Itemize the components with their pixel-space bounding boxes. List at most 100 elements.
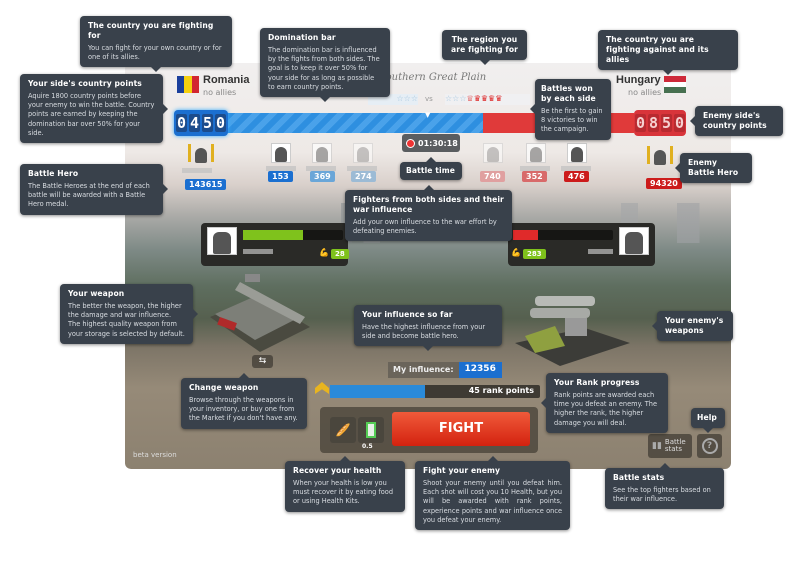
fighter-influence: 369 [310,171,335,182]
tooltip-battles-won: Battles won by each side Be the first to … [530,79,611,140]
enemy-player-panel: 💪 283 [508,223,655,266]
tooltip-enemy-weapons: Your enemy's weapons [652,311,733,341]
rank-progress-fill [330,385,425,398]
right-fighter[interactable] [483,143,503,163]
hero-avatar [191,143,211,163]
hero-name-blurred [182,168,212,173]
tooltip-title: Your enemy's weapons [665,316,724,335]
change-weapon-button[interactable]: ⇆ [252,355,273,368]
tooltip-body: The better the weapon, the higher the da… [68,302,185,338]
right-battle-hero[interactable] [650,145,670,165]
tooltip-body: Rank points are awarded each time you de… [554,391,657,427]
strength-icon: 💪 [319,248,329,257]
tooltip-title: Battle stats [613,473,665,482]
enemy-weapon-tank [515,296,630,366]
left-fighter[interactable] [353,143,373,163]
left-country-name[interactable]: Romania [203,74,250,86]
tooltip-title: Domination bar [268,33,336,42]
tooltip-title: Recover your health [293,466,382,475]
beta-label: beta version [133,451,177,459]
left-fighter[interactable] [312,143,332,163]
my-level-badge: 28 [331,249,349,259]
tooltip-body: Be the first to gain 8 victories to win … [541,107,603,134]
domination-bar [227,113,634,133]
domination-marker-icon: ▼ [425,111,431,119]
tooltip-enemy-country: The country you are fighting against and… [598,30,738,75]
my-health-bar [243,230,343,240]
tooltip-title: Your side's country points [28,79,142,88]
tooltip-body: When your health is low you must recover… [293,479,394,506]
fight-button[interactable]: FIGHT [392,412,530,446]
fighter-name-blurred [266,166,296,171]
digit: 5 [661,114,673,132]
battle-stats-button[interactable]: ▮▮ Battle stats [648,434,692,458]
health-kit-icon [366,422,376,438]
health-kit-button[interactable] [358,417,384,443]
enemy-name-blurred [588,249,613,254]
my-weapon-tank[interactable] [200,272,315,354]
tooltip-enemy-hero: Enemy Battle Hero [675,153,752,183]
tooltip-fighters: Fighters from both sides and their war i… [345,184,512,242]
timer-text: 01:30:18 [418,138,458,148]
tooltip-title: Your weapon [68,289,125,298]
fighter-name-blurred [306,166,336,171]
battle-stats-label: Battle stats [664,438,686,453]
tooltip-body: The domination bar is influenced by the … [268,46,380,91]
fighter-influence: 476 [564,171,589,182]
tooltip-title: The country you are fighting against and… [606,35,709,64]
right-fighter[interactable] [526,143,546,163]
left-wins-stars: ☆☆☆ [368,94,418,105]
bar-chart-icon: ▮▮ [652,441,662,451]
right-fighter[interactable] [567,143,587,163]
tooltip-title: The country you are fighting for [88,21,214,40]
help-button[interactable]: ? [697,434,722,458]
tooltip-body: Add your own influence to the war effort… [353,218,497,236]
food-icon: 🥖 [335,423,351,437]
tooltip-title: Battle Hero [28,169,79,178]
my-player-panel: 28 💪 [201,223,349,266]
fighter-name-blurred [561,166,591,171]
enemy-level-badge: 283 [523,249,546,259]
clock-icon [406,138,415,148]
fighter-influence: 740 [480,171,505,182]
right-wins-stars: ☆☆☆♕♛♛♛♛ [445,94,530,105]
left-fighter[interactable] [271,143,291,163]
digit: 8 [647,114,659,132]
fighter-influence: 153 [268,171,293,182]
tooltip-enemy-points: Enemy side's country points [690,106,783,136]
help-icon: ? [701,438,718,454]
tooltip-title: Your influence so far [362,310,453,319]
tooltip-body: Have the highest influence from your sid… [362,323,486,341]
eat-food-button[interactable]: 🥖 [330,417,356,443]
tooltip-body: You can fight for your own country or fo… [88,44,222,62]
region-name[interactable]: Southern Great Plain [378,72,487,83]
tooltip-title: Help [697,413,717,422]
left-hero-influence: 143615 [185,179,227,190]
rank-icon [315,382,329,394]
tooltip-body: Aquire 1800 country points before your e… [28,92,155,137]
tooltip-title: Battles won by each side [541,84,596,103]
tooltip-body: Browse through the weapons in your inven… [189,396,298,423]
tooltip-title: The region you are fighting for [451,35,518,54]
strength-icon: 💪 [511,248,521,257]
tooltip-title: Fight your enemy [423,466,501,475]
right-allies: no allies [628,88,662,97]
tooltip-title: Battle time [406,166,455,175]
tooltip-title: Your Rank progress [554,378,640,387]
tooltip-title: Enemy Battle Hero [688,158,739,177]
fighter-influence: 274 [351,171,376,182]
digit: 0 [634,114,646,132]
swap-icon: ⇆ [258,356,267,366]
left-battle-hero[interactable] [188,143,214,163]
right-country-name[interactable]: Hungary [616,74,661,86]
